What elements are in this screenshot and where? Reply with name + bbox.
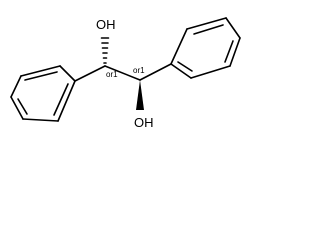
- ring-double-bond: [53, 83, 69, 116]
- ring-double-bond: [17, 98, 28, 115]
- left-carbon-ring-bond: [74, 65, 106, 82]
- ring-double-bond: [193, 24, 224, 35]
- hydrobenzoin-structure: OH OH or1 or1: [10, 17, 241, 130]
- hydroxyl-label-top: OH: [96, 17, 116, 32]
- ring-bond: [59, 65, 76, 82]
- ring-bond: [186, 17, 227, 30]
- central-cc-bond: [104, 65, 141, 81]
- stereo-descriptor-left: or1: [106, 70, 118, 79]
- hydroxyl-label-bottom: OH: [134, 115, 154, 130]
- ring-bond: [57, 80, 76, 122]
- ring-bond: [20, 65, 61, 77]
- hashed-wedge-bond: [100, 37, 110, 64]
- ring-bond: [22, 118, 59, 122]
- ring-bond: [170, 28, 188, 65]
- left-phenyl-ring: [10, 65, 76, 122]
- ring-bond: [10, 75, 22, 98]
- ring-double-bond: [177, 61, 193, 72]
- right-carbon-ring-bond: [139, 63, 172, 81]
- ring-bond: [170, 63, 192, 79]
- solid-wedge-bond: [136, 80, 144, 110]
- ring-bond: [10, 96, 24, 120]
- ring-bond: [225, 17, 241, 39]
- structure-canvas: OH OH or1 or1: [0, 0, 251, 149]
- ring-bond: [229, 37, 241, 67]
- right-phenyl-ring: [170, 17, 241, 79]
- ring-bond: [190, 65, 231, 79]
- ring-double-bond: [24, 71, 58, 81]
- stereo-descriptor-right: or1: [133, 66, 145, 75]
- ring-double-bond: [224, 40, 234, 63]
